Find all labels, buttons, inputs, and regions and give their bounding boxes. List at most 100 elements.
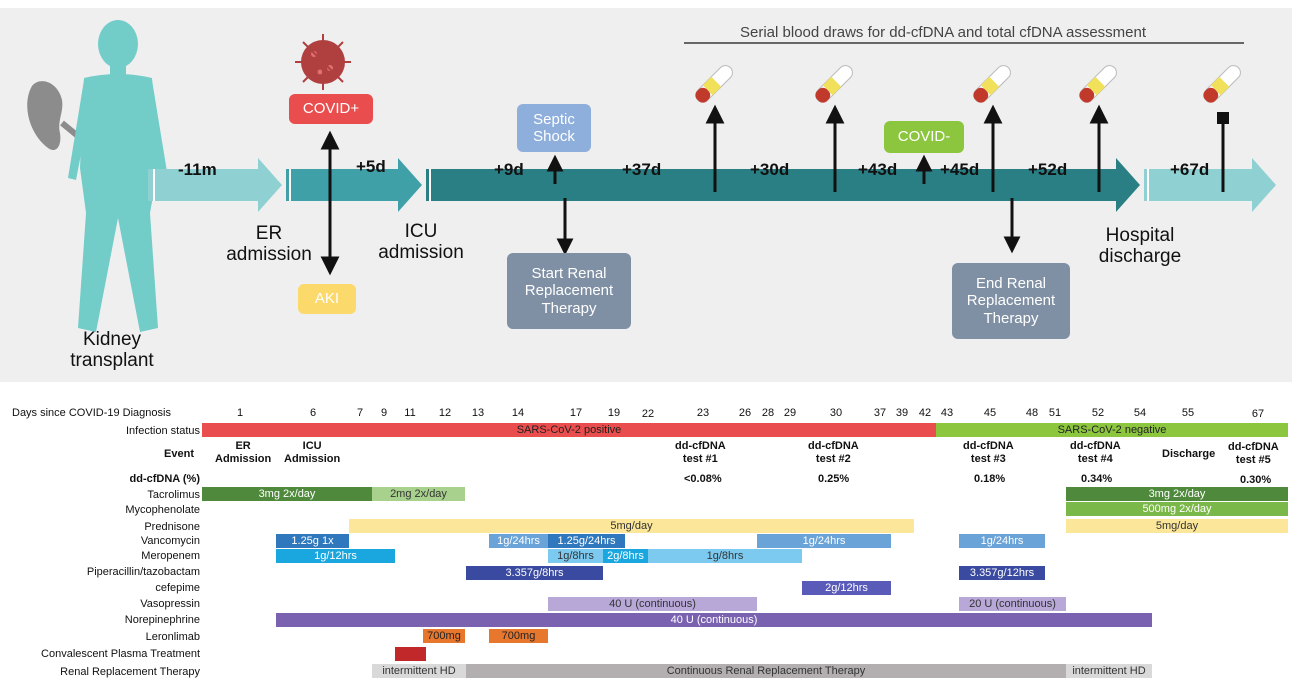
prednisone-bar: 5mg/day — [1066, 519, 1288, 533]
septic-shock-box: Septic Shock — [517, 104, 591, 152]
row-label-event: Event — [164, 448, 194, 460]
ddcfdna-value-3: 0.18% — [974, 473, 1006, 485]
interval-6: +43d — [858, 160, 898, 179]
day-tick: 23 — [696, 407, 710, 419]
leronlimab-bar: 700mg — [423, 629, 465, 643]
tacrolimus-bar: 2mg 2x/day — [372, 487, 465, 501]
piperacillin-bar: 3.357g/12hrs — [959, 566, 1045, 580]
day-tick: 13 — [471, 407, 485, 419]
meropenem-bar: 2g/8hrs — [603, 549, 648, 563]
cefepime-bar: 2g/12hrs — [802, 581, 891, 595]
day-tick: 9 — [380, 407, 388, 419]
day-tick: 48 — [1025, 407, 1039, 419]
vancomycin-bar: 1g/24hrs — [959, 534, 1045, 548]
row-label-leronlimab: Leronlimab — [145, 631, 200, 643]
milestone-icu-admission: ICU admission — [378, 221, 464, 263]
arrow-segment-4 — [1144, 158, 1276, 212]
event-test-1: dd-cfDNA test #1 — [675, 440, 726, 466]
day-tick: 28 — [761, 407, 775, 419]
event-icu-admission: ICU Admission — [284, 440, 341, 466]
day-tick: 22 — [641, 408, 655, 420]
kidney-icon — [27, 81, 63, 151]
norepinephrine-bar: 40 U (continuous) — [276, 613, 1152, 627]
day-tick: 26 — [738, 407, 752, 419]
vasopressin-bar: 40 U (continuous) — [548, 597, 757, 611]
event-test-4: dd-cfDNA test #4 — [1070, 440, 1121, 466]
row-label-tacrolimus: Tacrolimus — [147, 489, 200, 501]
day-tick: 67 — [1251, 408, 1265, 420]
event-discharge: Discharge — [1162, 448, 1216, 460]
vasopressin-bar: 20 U (continuous) — [959, 597, 1066, 611]
day-tick: 11 — [404, 407, 416, 419]
day-tick: 12 — [438, 407, 452, 419]
rrt-bar: Continuous Renal Replacement Therapy — [466, 664, 1066, 678]
interval-1: -11m — [178, 160, 217, 179]
timeline-graphic — [27, 20, 1276, 332]
milestone-er-admission: ER admission — [226, 223, 312, 265]
row-label-vancomycin: Vancomycin — [140, 535, 200, 547]
arrow-segment-1 — [148, 158, 282, 212]
rrt-bar: intermittent HD — [1066, 664, 1152, 678]
day-tick: 1 — [236, 407, 244, 419]
interval-3: +9d — [494, 160, 524, 179]
patient-figure-icon — [68, 20, 168, 332]
day-tick: 19 — [607, 407, 621, 419]
tacrolimus-bar: 3mg 2x/day — [1066, 487, 1288, 501]
row-label-plasma: Convalescent Plasma Treatment — [41, 648, 200, 660]
plasma-treatment-bar — [395, 647, 426, 661]
row-label-rrt: Renal Replacement Therapy — [60, 666, 200, 678]
days-label: Days since COVID-19 Diagnosis — [12, 407, 171, 419]
day-tick: 52 — [1091, 407, 1105, 419]
row-label-mycophenolate: Mycophenolate — [125, 504, 200, 516]
row-label-vasopressin: Vasopressin — [140, 598, 200, 610]
leronlimab-bar: 700mg — [489, 629, 548, 643]
covid-negative-box: COVID- — [884, 121, 964, 153]
covid-positive-box: COVID+ — [289, 94, 373, 124]
interval-5: +30d — [750, 160, 790, 179]
tacrolimus-bar: 3mg 2x/day — [202, 487, 372, 501]
aki-box: AKI — [298, 284, 356, 314]
ddcfdna-value-2: 0.25% — [818, 473, 850, 485]
vancomycin-bar: 1.25g 1x — [276, 534, 349, 548]
day-tick: 30 — [829, 407, 843, 419]
day-tick: 14 — [511, 407, 525, 419]
test-tube-icons — [695, 65, 1241, 103]
day-tick: 29 — [783, 407, 797, 419]
interval-4: +37d — [622, 160, 662, 179]
arrow-segment-3 — [426, 158, 1140, 212]
day-tick: 6 — [309, 407, 317, 419]
serial-draws-label: Serial blood draws for dd-cfDNA and tota… — [740, 24, 1147, 41]
vancomycin-bar: 1g/24hrs — [757, 534, 891, 548]
day-tick: 37 — [873, 407, 887, 419]
rrt-bar: intermittent HD — [372, 664, 466, 678]
milestone-hospital-discharge: Hospital discharge — [1098, 225, 1182, 267]
day-tick: 42 — [918, 407, 932, 419]
interval-7: +45d — [940, 160, 980, 179]
row-label-piperacillin: Piperacillin/tazobactam — [86, 566, 200, 578]
day-tick: 39 — [895, 407, 909, 419]
day-tick: 17 — [569, 407, 583, 419]
ddcfdna-value-4: 0.34% — [1081, 473, 1113, 485]
virus-icon — [295, 34, 351, 90]
meropenem-bar: 1g/8hrs — [648, 549, 802, 563]
day-tick: 51 — [1048, 407, 1062, 419]
event-test-3: dd-cfDNA test #3 — [963, 440, 1014, 466]
prednisone-bar: 5mg/day — [349, 519, 914, 533]
row-label-norepinephrine: Norepinephrine — [124, 614, 200, 626]
infection-negative-bar: SARS-CoV-2 negative — [936, 423, 1288, 437]
day-tick: 55 — [1181, 407, 1195, 419]
row-label-meropenem: Meropenem — [141, 550, 200, 562]
infection-positive-bar: SARS-CoV-2 positive — [202, 423, 936, 437]
interval-8: +52d — [1028, 160, 1068, 179]
row-label-ddcfdna: dd-cfDNA (%) — [129, 473, 200, 485]
vancomycin-bar: 1.25g/24hrs — [548, 534, 625, 548]
piperacillin-bar: 3.357g/8hrs — [466, 566, 603, 580]
start-rrt-box: Start Renal Replacement Therapy — [507, 253, 631, 329]
interval-9: +67d — [1170, 160, 1210, 179]
ddcfdna-value-1: <0.08% — [684, 473, 722, 485]
event-er-admission: ER Admission — [215, 440, 272, 466]
day-tick: 7 — [356, 407, 364, 419]
row-label-prednisone: Prednisone — [144, 521, 200, 533]
milestone-kidney-transplant: Kidney transplant — [70, 329, 154, 371]
meropenem-bar: 1g/12hrs — [276, 549, 395, 563]
